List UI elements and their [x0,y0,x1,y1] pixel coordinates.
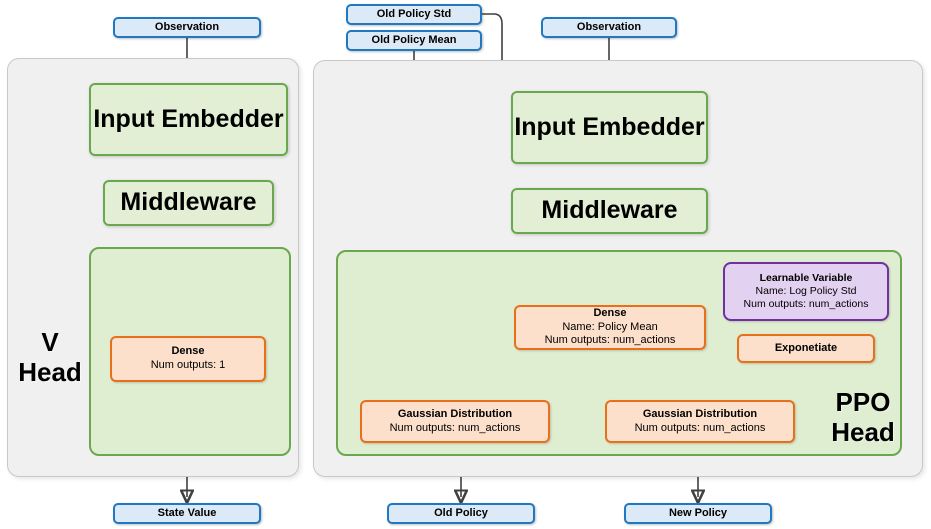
v-head-middleware-label: Middleware [120,188,257,217]
ppo-head-title-line1: PPO [835,387,891,417]
v-head-dense-num-outputs: Num outputs: 1 [150,359,226,371]
ppo-input-old-policy-mean[interactable]: Old Policy Mean [346,30,482,51]
ppo-input-observation[interactable]: Observation [541,17,677,38]
v-head-title: V Head [14,327,86,388]
v-head-output-state-value[interactable]: State Value [113,503,261,524]
ppo-gaussian-old-title: Gaussian Distribution [397,407,513,420]
v-head-input-observation[interactable]: Observation [113,17,261,38]
ppo-exponentiate-title: Exponetiate [774,341,838,354]
ppo-head-title: PPO Head [820,387,906,448]
ppo-learnable-variable-title: Learnable Variable [759,271,853,284]
ppo-input-old-policy-std[interactable]: Old Policy Std [346,4,482,25]
ppo-dense-num-outputs: Num outputs: num_actions [544,334,676,347]
ppo-learnable-variable-name: Name: Log Policy Std [755,284,857,297]
v-head-input-embedder[interactable]: Input Embedder [89,83,288,156]
ppo-learnable-variable-num-outputs: Num outputs: num_actions [743,298,869,311]
ppo-input-observation-label: Observation [576,20,642,33]
v-head-input-embedder-label: Input Embedder [93,104,284,133]
ppo-gaussian-distribution-new[interactable]: Gaussian Distribution Num outputs: num_a… [605,400,795,443]
v-head-dense-title: Dense [171,345,205,358]
ppo-middleware-label: Middleware [541,196,678,225]
v-head-title-line1: V [41,327,59,357]
ppo-gaussian-distribution-old[interactable]: Gaussian Distribution Num outputs: num_a… [360,400,550,443]
ppo-input-old-policy-mean-label: Old Policy Mean [371,33,457,46]
ppo-dense-name: Name: Policy Mean [562,320,658,333]
v-head-input-observation-label: Observation [154,20,220,33]
ppo-output-new-policy-label: New Policy [668,506,728,519]
v-head-title-line2: Head [18,356,82,387]
v-head-middleware[interactable]: Middleware [103,180,274,226]
ppo-output-old-policy-label: Old Policy [434,506,488,519]
ppo-exponentiate[interactable]: Exponetiate [737,334,875,363]
ppo-output-old-policy[interactable]: Old Policy [387,503,535,524]
v-head-output-state-value-label: State Value [157,506,217,519]
ppo-input-embedder[interactable]: Input Embedder [511,91,708,164]
ppo-gaussian-old-num-outputs: Num outputs: num_actions [389,421,521,434]
ppo-input-embedder-label: Input Embedder [514,112,705,141]
ppo-gaussian-new-num-outputs: Num outputs: num_actions [634,421,766,434]
ppo-output-new-policy[interactable]: New Policy [624,503,772,524]
ppo-input-old-policy-std-label: Old Policy Std [376,7,452,20]
ppo-learnable-variable-log-policy-std[interactable]: Learnable Variable Name: Log Policy Std … [723,262,889,321]
ppo-head-title-line2: Head [831,416,895,447]
ppo-gaussian-new-title: Gaussian Distribution [642,407,758,420]
ppo-middleware[interactable]: Middleware [511,188,708,234]
v-head-dense[interactable]: Dense Num outputs: 1 [110,336,266,382]
ppo-dense-policy-mean[interactable]: Dense Name: Policy Mean Num outputs: num… [514,305,706,350]
ppo-dense-title: Dense [593,306,627,319]
